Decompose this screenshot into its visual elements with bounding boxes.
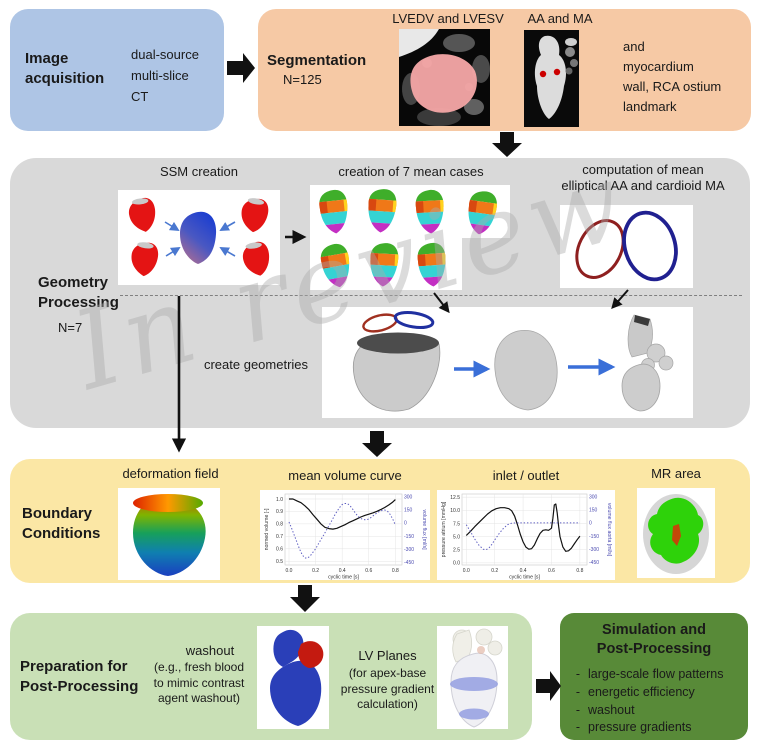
simulation-bullet-list: -large-scale flow patterns -energetic ef… (568, 666, 744, 737)
inlet-outlet-label: inlet / outlet (492, 468, 560, 483)
lv-planes-label: LV Planes (358, 648, 417, 663)
svg-text:-300: -300 (404, 547, 414, 553)
inlet-outlet-chart: 0.0 2.5 5.0 7.5 10.0 12.5 300 150 0 -150 -300 -450 0… (437, 490, 615, 581)
svg-text:-150: -150 (589, 534, 599, 540)
segmentation-title: Segmentation (267, 52, 367, 69)
deformation-field-label: deformation field (122, 466, 219, 481)
bullet-item: -pressure gradients (568, 719, 744, 737)
svg-text:0.2: 0.2 (312, 568, 319, 574)
simulation-title: Simulation and Post-Processing (596, 622, 712, 657)
svg-text:0: 0 (404, 521, 407, 527)
svg-text:0.6: 0.6 (548, 568, 555, 574)
mr-area-image (637, 488, 715, 578)
lv-planes-note: (for apex-base pressure gradient calcula… (340, 666, 435, 712)
svg-text:300: 300 (589, 494, 598, 500)
svg-text:0.6: 0.6 (276, 547, 283, 553)
mean-volume-chart: 0.5 0.6 0.7 0.8 0.9 1.0 300 150 0 -150 -300 -450 0.0… (260, 490, 430, 581)
svg-text:cyclic time [s]: cyclic time [s] (509, 575, 540, 581)
svg-text:-450: -450 (589, 560, 599, 566)
aa-ma-rings-image (560, 205, 693, 288)
bullet-text: pressure gradients (588, 720, 692, 735)
bullet-dash: - (575, 720, 581, 735)
svg-text:150: 150 (404, 508, 413, 514)
ct-image-lvedv (399, 29, 490, 126)
bullet-item: -washout (568, 702, 744, 720)
svg-text:0.8: 0.8 (392, 568, 399, 574)
svg-text:0.0: 0.0 (453, 561, 460, 567)
deformation-field-image (118, 488, 220, 580)
simulation-box: Simulation and Post-Processing -large-sc… (560, 613, 748, 740)
ssm-creation-label: SSM creation (159, 164, 239, 179)
svg-text:-450: -450 (404, 560, 414, 566)
geometry-n: N=7 (58, 320, 83, 335)
svg-text:12.5: 12.5 (450, 495, 460, 501)
create-geometries-label: create geometries (203, 357, 309, 372)
mr-area-label: MR area (651, 466, 701, 481)
svg-text:0.0: 0.0 (463, 568, 470, 574)
image-acquisition-title: Image acquisition (25, 50, 105, 87)
svg-text:cyclic time [s]: cyclic time [s] (328, 575, 359, 581)
svg-text:normed volume [-]: normed volume [-] (264, 508, 270, 550)
mean-cases-label: creation of 7 mean cases (338, 164, 484, 179)
svg-text:0: 0 (589, 521, 592, 527)
arrow-preparation-to-simulation (536, 671, 561, 701)
bullet-dash: - (575, 684, 581, 699)
ct-image-aa-ma (524, 30, 579, 127)
washout-label: washout (185, 643, 235, 658)
washout-note: (e.g., fresh blood to mimic contrast age… (153, 660, 245, 706)
bullet-text: large-scale flow patterns (588, 667, 724, 681)
segmentation-box: Segmentation N=125 LVEDV and LVESV AA an… (258, 9, 751, 131)
image-acquisition-box: Image acquisition dual-source multi-slic… (10, 9, 224, 131)
svg-text:10.0: 10.0 (450, 508, 460, 514)
arrow-acq-to-seg (227, 53, 255, 83)
svg-text:150: 150 (589, 508, 598, 514)
bullet-dash: - (575, 702, 581, 717)
geometry-divider-line (120, 295, 742, 296)
ct-lvedv-label: LVEDV and LVESV (392, 11, 504, 26)
svg-text:0.8: 0.8 (276, 522, 283, 528)
bullet-item: -energetic efficiency (568, 684, 744, 702)
svg-text:0.5: 0.5 (276, 559, 283, 565)
svg-text:0.2: 0.2 (491, 568, 498, 574)
arrow-seg-to-geometry (492, 132, 522, 157)
svg-text:0.6: 0.6 (365, 568, 372, 574)
mean-volume-label: mean volume curve (288, 468, 402, 483)
svg-text:-300: -300 (589, 547, 599, 553)
arrow-geometry-to-boundary (362, 431, 392, 457)
segmentation-note: and myocardium wall, RCA ostium landmark (623, 39, 722, 115)
svg-text:0.4: 0.4 (520, 568, 527, 574)
svg-text:0.0: 0.0 (286, 568, 293, 574)
bullet-text: energetic efficiency (588, 684, 695, 699)
svg-text:0.4: 0.4 (339, 568, 346, 574)
svg-text:0.7: 0.7 (276, 534, 283, 540)
lv-planes-image (437, 626, 508, 729)
bullet-dash: - (575, 667, 581, 681)
ct-aa-ma-label: AA and MA (527, 11, 593, 26)
ssm-creation-image (118, 190, 280, 285)
segmentation-n: N=125 (283, 72, 322, 87)
bullet-text: washout (588, 702, 635, 717)
svg-text:7.5: 7.5 (453, 521, 460, 527)
svg-text:2.5: 2.5 (453, 548, 460, 554)
svg-text:volume flux aorta [ml/s]: volume flux aorta [ml/s] (606, 503, 612, 557)
svg-text:1.0: 1.0 (276, 497, 283, 503)
svg-text:5.0: 5.0 (453, 534, 460, 540)
computation-label: computation of mean elliptical AA and ca… (561, 162, 725, 194)
svg-text:300: 300 (404, 494, 413, 500)
boundary-title: Boundary Conditions (22, 505, 101, 542)
svg-text:-150: -150 (404, 534, 414, 540)
arrow-boundary-to-preparation (290, 585, 320, 612)
mean-cases-image (310, 185, 512, 290)
washout-image (257, 626, 329, 729)
svg-text:pressure atrium [mmHg]: pressure atrium [mmHg] (441, 501, 447, 557)
svg-text:0.9: 0.9 (276, 509, 283, 515)
create-geometries-image (322, 307, 693, 418)
geometry-title: Geometry Processing (38, 274, 119, 311)
image-acquisition-note: dual-source multi-slice CT (131, 47, 199, 104)
svg-text:volume flux [ml/s]: volume flux [ml/s] (421, 509, 427, 550)
bullet-item: -large-scale flow patterns (568, 666, 744, 684)
svg-text:0.8: 0.8 (576, 568, 583, 574)
preparation-title: Preparation for Post-Processing (20, 658, 139, 695)
